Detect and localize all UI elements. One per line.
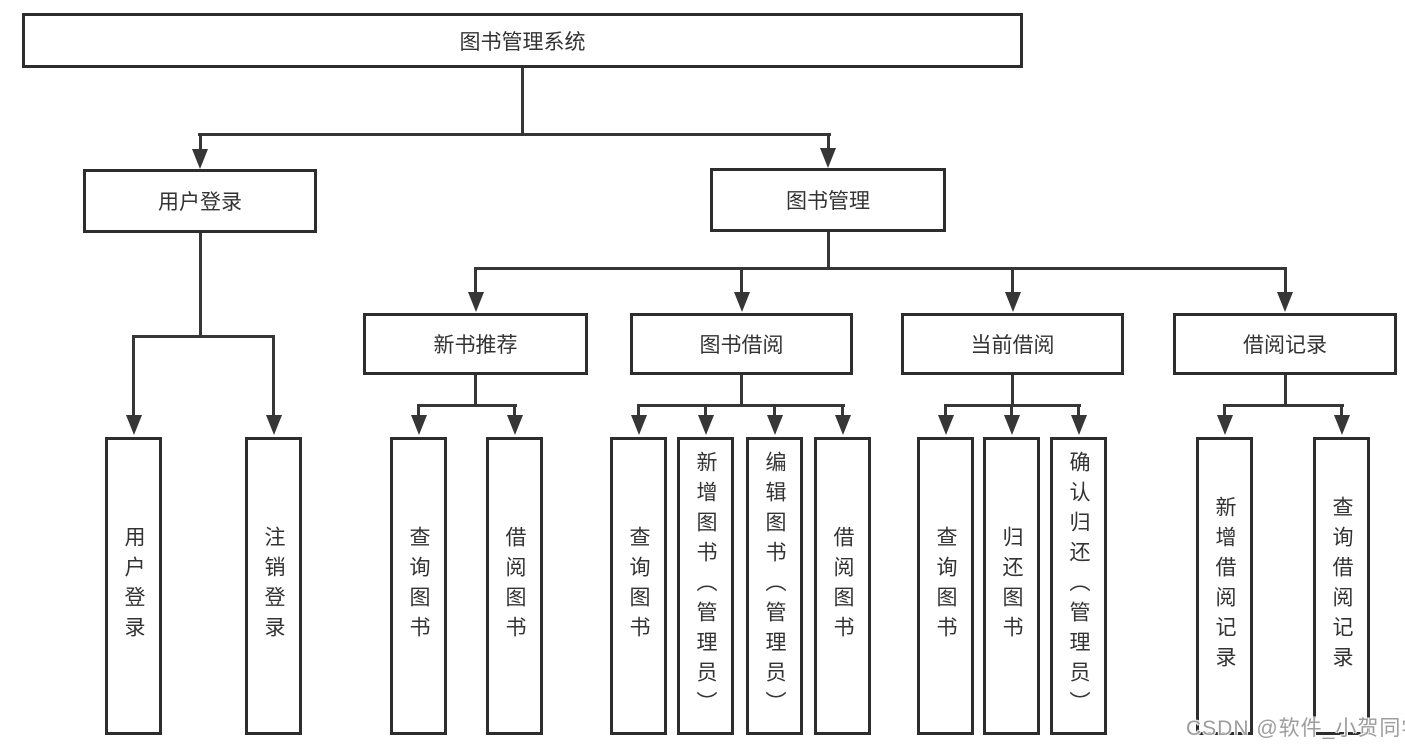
node-label: 用户登录: [158, 191, 242, 214]
leaf-newbook-borrow-books: 借阅图书: [486, 437, 543, 735]
leaf-borrowing-borrow-books: 借阅图书: [814, 437, 871, 735]
arrowhead-down-icon: [1216, 415, 1233, 435]
connector-line: [132, 335, 135, 417]
connector-line: [1284, 375, 1287, 406]
connector-line: [944, 404, 947, 419]
connector-line: [827, 232, 830, 270]
leaf-records-query-borrow-record: 查询借阅记录: [1313, 437, 1370, 735]
node-current-borrowing: 当前借阅: [901, 313, 1124, 375]
arrowhead-down-icon: [697, 415, 714, 435]
connector-line: [417, 404, 420, 419]
leaf-borrowing-add-books-admin: 新增图书（管理员）: [677, 437, 734, 735]
leaf-newbook-query-books: 查询图书: [390, 437, 447, 735]
arrowhead-down-icon: [125, 415, 142, 435]
leaf-label: 查询图书: [627, 526, 650, 646]
arrowhead-down-icon: [630, 415, 647, 435]
node-label: 图书借阅: [699, 334, 784, 357]
leaf-label: 归还图书: [1000, 526, 1023, 646]
connector-line: [1340, 404, 1343, 419]
node-user-login: 用户登录: [83, 169, 317, 233]
connector-line: [637, 404, 640, 419]
arrowhead-down-icon: [1333, 415, 1350, 435]
node-label: 借阅记录: [1243, 334, 1327, 357]
arrowhead-down-icon: [410, 415, 427, 435]
leaf-label: 借阅图书: [503, 526, 526, 646]
leaf-user-login: 用户登录: [105, 437, 162, 735]
arrowhead-down-icon: [820, 148, 836, 168]
connector-line: [1010, 404, 1013, 419]
node-library-management-system: 图书管理系统: [22, 13, 1023, 68]
leaf-label: 借阅图书: [831, 526, 854, 646]
node-book-borrowing: 图书借阅: [630, 313, 853, 375]
arrowhead-down-icon: [766, 415, 783, 435]
node-label: 图书管理: [786, 190, 870, 213]
connector-line: [198, 133, 831, 136]
leaf-current-query-books: 查询图书: [917, 437, 974, 735]
connector-line: [474, 375, 477, 406]
connector-line: [1011, 267, 1014, 295]
node-book-management: 图书管理: [710, 168, 946, 232]
connector-line: [474, 267, 477, 295]
arrowhead-down-icon: [1004, 292, 1021, 312]
node-borrowing-records: 借阅记录: [1173, 313, 1397, 375]
connector-line: [740, 267, 743, 295]
leaf-label: 编辑图书（管理员）: [763, 451, 786, 721]
node-label: 新书推荐: [433, 334, 518, 357]
connector-line: [132, 335, 275, 338]
connector-line: [474, 267, 1287, 270]
leaf-label: 查询图书: [407, 526, 430, 646]
leaf-logout: 注销登录: [245, 437, 302, 735]
leaf-label: 新增借阅记录: [1213, 496, 1236, 676]
leaf-current-confirm-return-admin: 确认归还（管理员）: [1050, 437, 1107, 735]
arrowhead-down-icon: [937, 415, 954, 435]
connector-line: [1011, 375, 1014, 406]
connector-line: [1284, 267, 1287, 295]
connector-line: [272, 335, 275, 417]
arrowhead-down-icon: [265, 415, 282, 435]
connector-line: [199, 233, 202, 338]
connector-line: [1223, 404, 1344, 407]
arrowhead-down-icon: [733, 292, 750, 312]
arrowhead-down-icon: [506, 415, 523, 435]
leaf-label: 确认归还（管理员）: [1067, 451, 1090, 721]
connector-line: [827, 133, 830, 151]
connector-line: [637, 404, 845, 407]
connector-line: [521, 68, 524, 136]
connector-line: [1077, 404, 1080, 419]
connector-line: [513, 404, 516, 419]
connector-line: [1223, 404, 1226, 419]
connector-line: [199, 133, 202, 151]
arrowhead-down-icon: [1070, 415, 1087, 435]
arrowhead-down-icon: [192, 149, 208, 169]
connector-line: [417, 404, 517, 407]
leaf-borrowing-edit-books-admin: 编辑图书（管理员）: [746, 437, 803, 735]
connector-line: [704, 404, 707, 419]
arrowhead-down-icon: [467, 292, 484, 312]
leaf-label: 查询图书: [934, 526, 957, 646]
leaf-current-return-books: 归还图书: [983, 437, 1040, 735]
connector-line: [740, 375, 743, 406]
leaf-label: 查询借阅记录: [1330, 496, 1353, 676]
connector-line: [773, 404, 776, 419]
arrowhead-down-icon: [834, 415, 851, 435]
node-new-book-recommendation: 新书推荐: [363, 313, 588, 375]
leaf-records-add-borrow-record: 新增借阅记录: [1196, 437, 1253, 735]
csdn-watermark: CSDN @软件_小贺同学: [1186, 717, 1405, 740]
leaf-label: 新增图书（管理员）: [694, 451, 717, 721]
leaf-label: 用户登录: [122, 526, 145, 646]
arrowhead-down-icon: [1277, 292, 1293, 312]
leaf-label: 注销登录: [262, 526, 285, 646]
connector-line: [841, 404, 844, 419]
node-label: 当前借阅: [970, 334, 1055, 357]
leaf-borrowing-query-books: 查询图书: [610, 437, 667, 735]
node-label: 图书管理系统: [459, 30, 586, 54]
arrowhead-down-icon: [1003, 415, 1020, 435]
